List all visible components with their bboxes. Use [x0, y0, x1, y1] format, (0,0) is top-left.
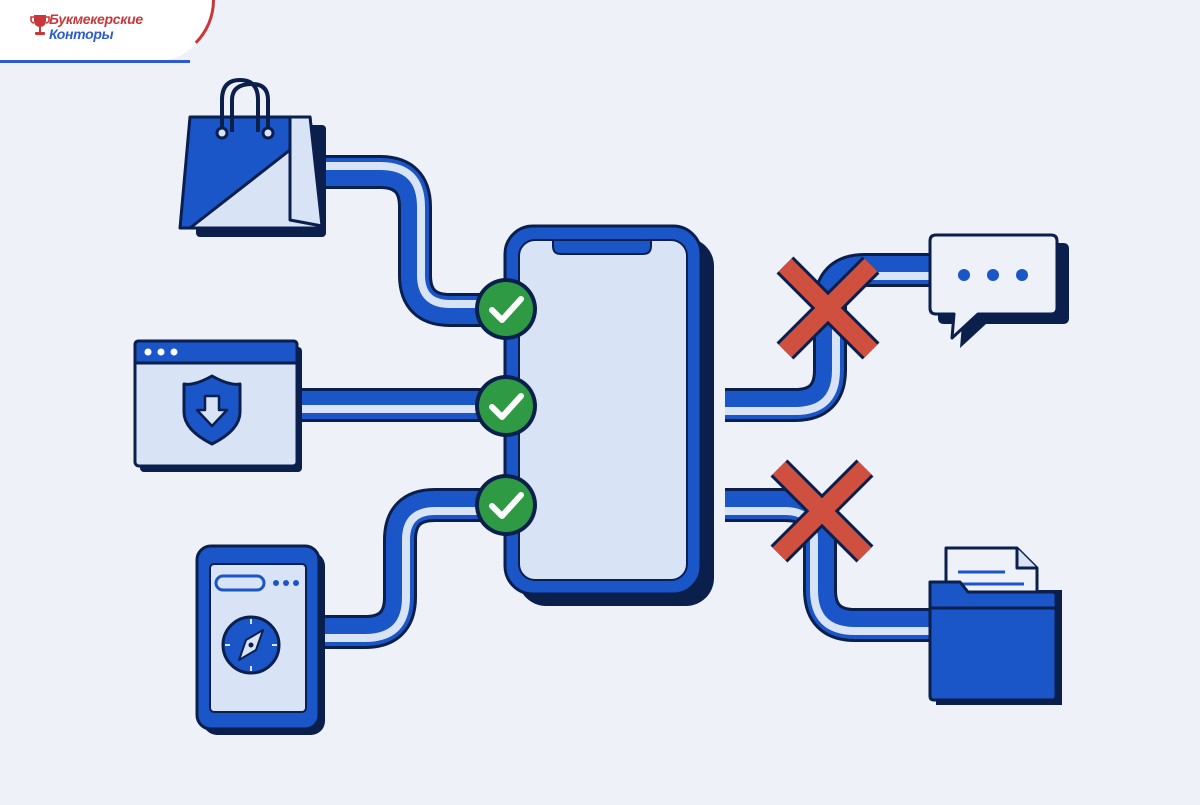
pipe-browser — [320, 488, 510, 649]
check-circle-icon — [475, 375, 537, 437]
pipe-window — [296, 388, 510, 422]
trophy-icon — [30, 15, 50, 35]
smartphone-icon[interactable] — [503, 224, 714, 606]
red-cross-icon — [776, 256, 880, 360]
brand-logo[interactable]: Букмекерские Конторы — [0, 0, 215, 66]
red-cross-icon — [770, 459, 874, 563]
logo-underline — [0, 60, 190, 63]
logo-line1: Букмекерские — [49, 11, 143, 27]
pipe-bag — [318, 155, 510, 327]
check-circle-icon — [475, 474, 537, 536]
logo-text: Букмекерские Конторы — [49, 12, 143, 42]
chat-bubble-icon[interactable] — [928, 233, 1069, 348]
pipe-folder — [725, 488, 930, 642]
folder-document-icon[interactable] — [928, 546, 1062, 705]
logo-line2: Конторы — [49, 26, 114, 42]
check-circle-icon — [475, 278, 537, 340]
shopping-bag-icon[interactable] — [178, 77, 326, 237]
shield-download-icon[interactable] — [133, 339, 302, 472]
compass-icon[interactable] — [195, 544, 325, 735]
